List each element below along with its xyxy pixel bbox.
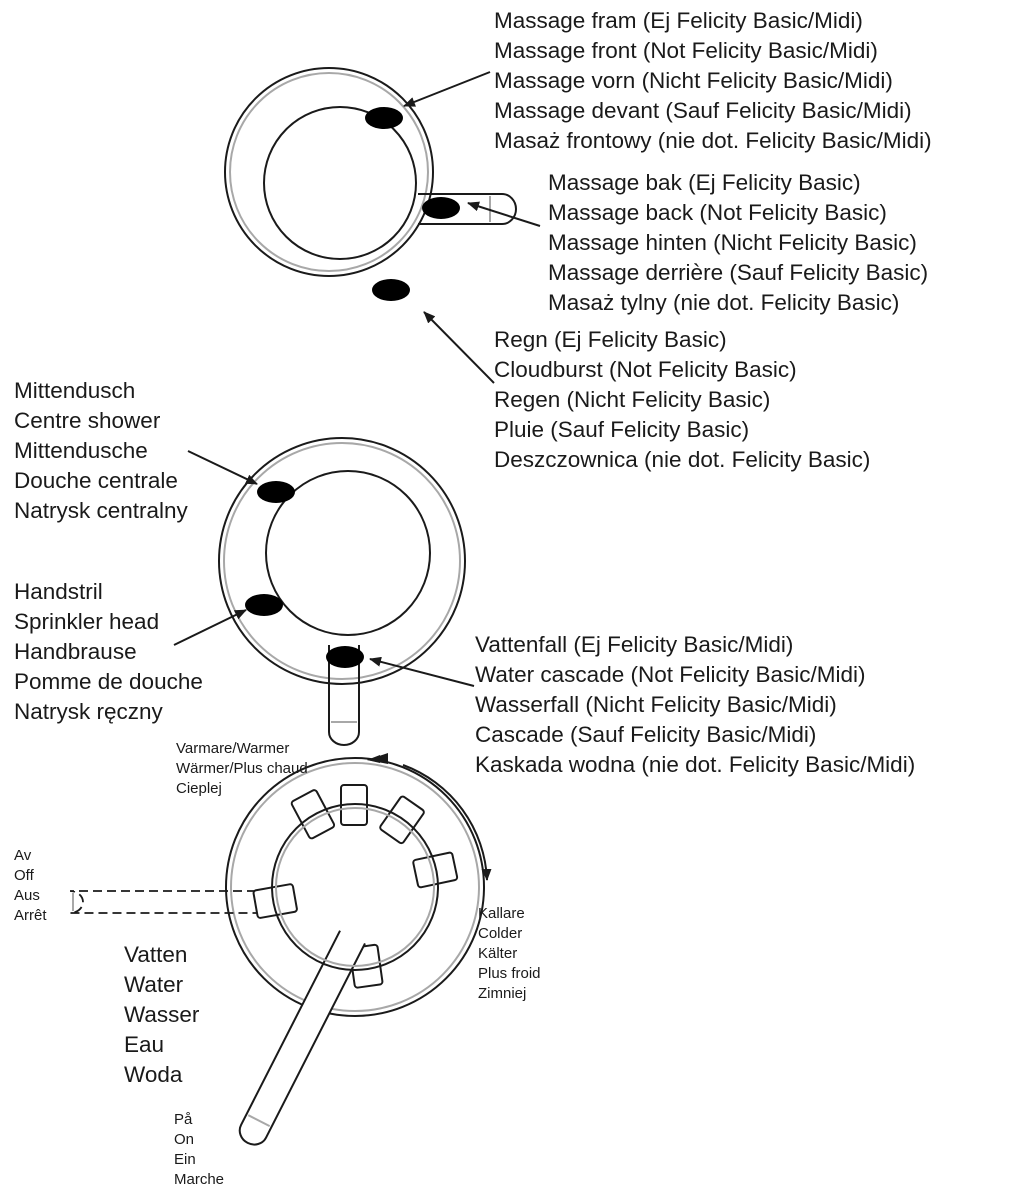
mixer-outer-ring [225, 757, 485, 1017]
top-head-outer-ring [224, 67, 434, 277]
back-massage-pointer [467, 201, 541, 227]
centre-shower-label: Mittendusch Centre shower Mittendusche D… [14, 378, 189, 523]
top-head-center-disc [263, 106, 417, 260]
front-massage-label: Massage fram (Ej Felicity Basic/Midi) Ma… [494, 8, 932, 153]
on-position-lever[interactable] [235, 930, 366, 1150]
front-massage-pointer [403, 71, 491, 107]
stop-nub [290, 789, 336, 840]
colder-label: Kallare Colder Kälter Plus froid Zimniej [478, 905, 545, 1002]
cloudburst-label: Regn (Ej Felicity Basic) Cloudburst (Not… [494, 327, 870, 472]
off-label: Av Off Aus Arrêt [14, 847, 47, 924]
water-label: Vatten Water Wasser Eau Woda [124, 942, 206, 1087]
mixer-center-knob[interactable] [271, 803, 439, 971]
middle-shower-head [218, 437, 466, 746]
sprinkler-head-label: Handstril Sprinkler head Handbrause Pomm… [14, 579, 209, 724]
mixer-dial [69, 757, 485, 1150]
warmer-label: Varmare/Warmer Wärmer/Plus chaud Cieplej [176, 740, 312, 797]
on-label: På On Ein Marche [174, 1111, 224, 1188]
back-massage-nozzle[interactable] [422, 197, 460, 219]
middle-head-center-disc [265, 470, 431, 636]
sprinkler-head-pointer [173, 609, 247, 646]
sprinkler-head-nozzle[interactable] [245, 594, 283, 616]
front-massage-nozzle[interactable] [365, 107, 403, 129]
middle-head-inner-highlight [223, 442, 461, 680]
centre-shower-nozzle[interactable] [257, 481, 295, 503]
water-cascade-label: Vattenfall (Ej Felicity Basic/Midi) Wate… [475, 632, 915, 777]
centre-shower-pointer [187, 450, 258, 485]
top-shower-head [224, 67, 517, 301]
cloudburst-pointer [423, 311, 495, 384]
water-cascade-nozzle[interactable] [326, 646, 364, 668]
cloudburst-nozzle[interactable] [372, 279, 410, 301]
back-massage-label: Massage bak (Ej Felicity Basic) Massage … [548, 170, 934, 315]
off-position-lever [69, 890, 270, 914]
temperature-direction-arrow [402, 764, 492, 881]
water-cascade-pointer [369, 656, 475, 687]
mixer-inner-highlight [230, 762, 480, 1012]
middle-head-outer-ring [218, 437, 466, 685]
top-head-inner-highlight [229, 72, 429, 272]
middle-head-stem [328, 645, 360, 746]
